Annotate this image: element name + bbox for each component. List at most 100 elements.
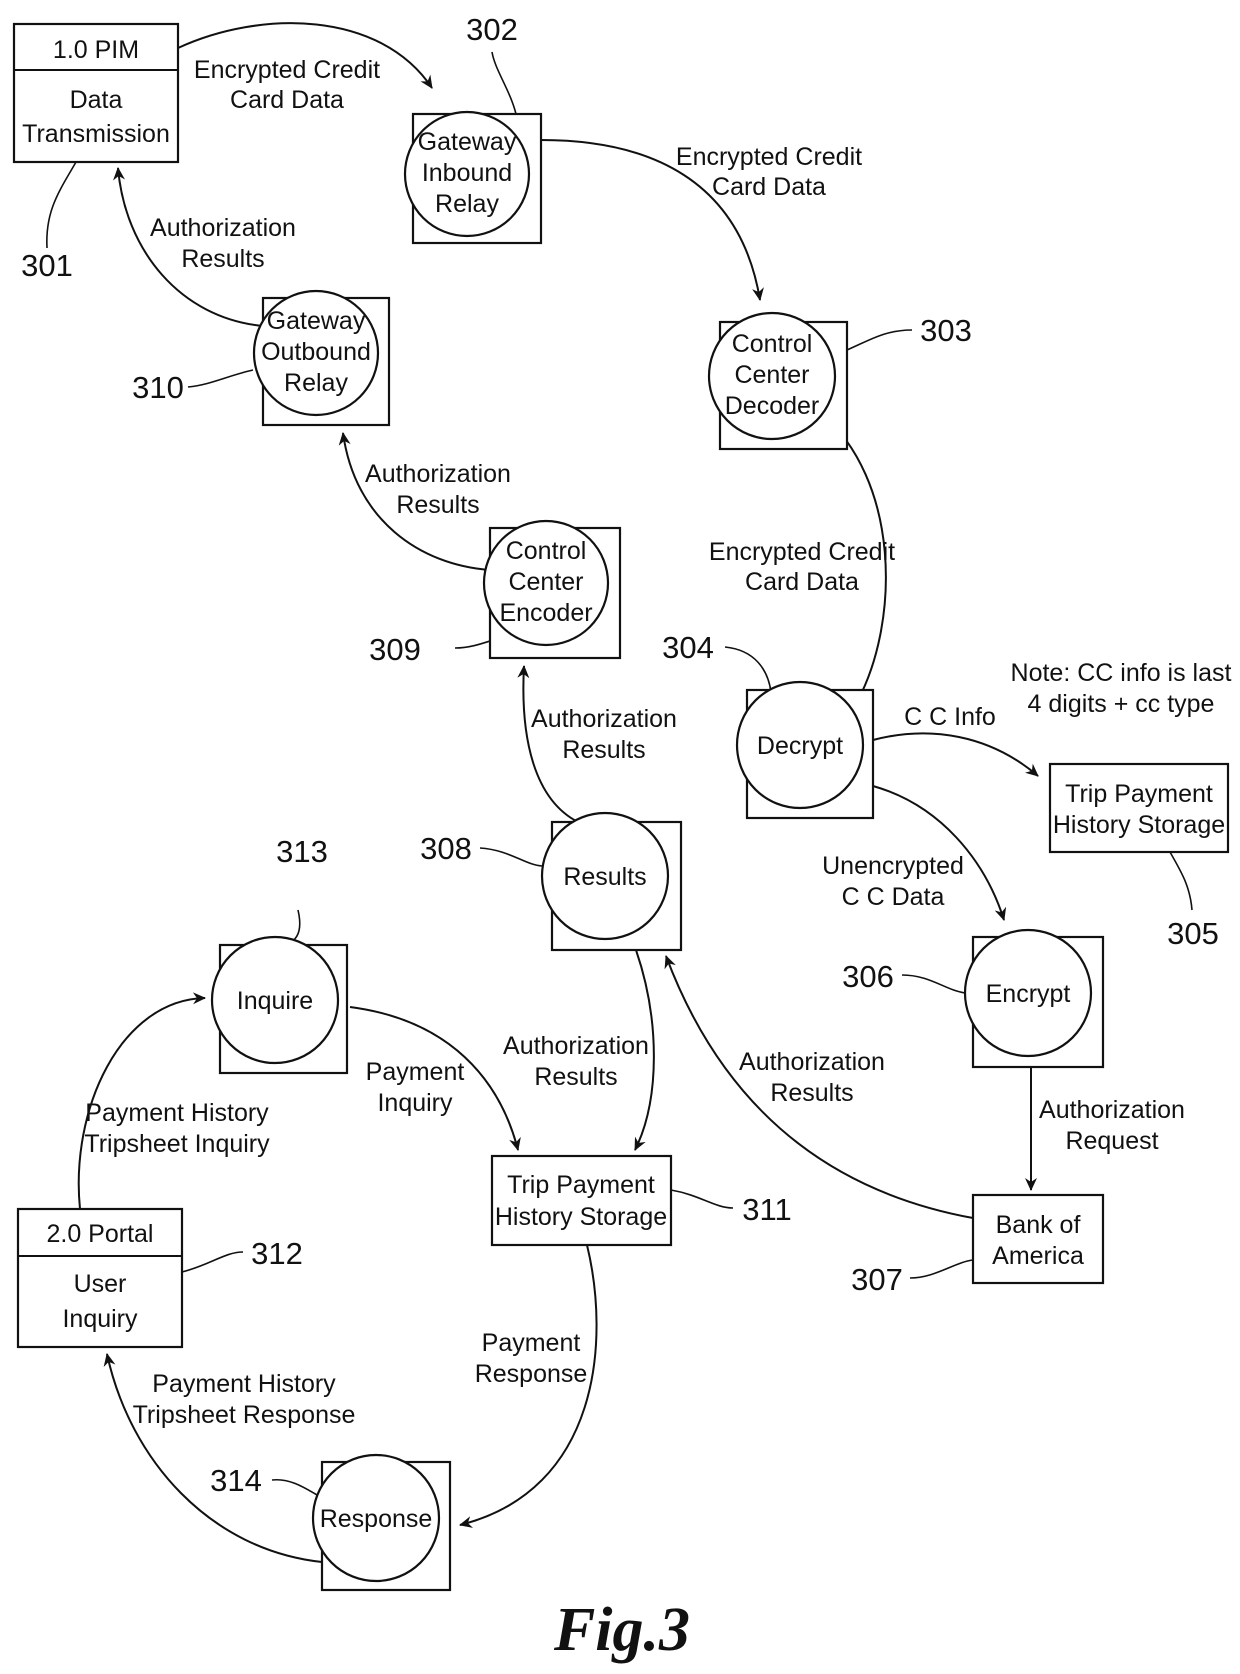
leader-301 [47,162,76,248]
flow-label-line: Results [562,736,645,764]
trip-storage-311-line-1: Trip Payment [507,1171,655,1199]
label-encoder-to-outbound: Authorization Results [365,460,511,519]
leader-303 [847,330,912,350]
flow-label-line: Payment [482,1329,581,1357]
node-inquire: Inquire [212,937,347,1073]
node-trip-storage-311: Trip Payment History Storage [492,1156,671,1245]
label-encrypt-to-bank: Authorization Request [1039,1096,1185,1155]
flow-label-line: Results [396,491,479,519]
label-pim-to-inbound: Encrypted Credit Card Data [194,56,380,114]
flow-label-line: Encrypted Credit [676,143,862,171]
node-decoder: Control Center Decoder [709,313,847,449]
leader-314 [272,1480,317,1495]
trip-storage-305-line-1: Trip Payment [1065,780,1213,808]
trip-storage-311-line-2: History Storage [495,1203,667,1231]
label-results-to-encoder: Authorization Results [531,705,677,764]
flow-label-line: Payment History [152,1370,336,1398]
label-decoder-to-decrypt: Encrypted Credit Card Data [709,538,895,596]
gateway-outbound-line-2: Outbound [261,338,371,366]
decrypt-label: Decrypt [757,732,843,760]
ref-305: 305 [1167,916,1219,951]
label-results-to-storage: Authorization Results [503,1032,649,1091]
leader-311 [671,1190,733,1208]
pim-line-2: Transmission [22,120,170,148]
flow-label-line: Card Data [745,568,859,596]
flow-label-line: Request [1065,1127,1158,1155]
node-encrypt: Encrypt [965,930,1103,1067]
ref-303: 303 [920,313,972,348]
label-inquire-to-storage: Payment Inquiry [366,1058,465,1117]
label-bank-to-results: Authorization Results [739,1048,885,1107]
node-encoder: Control Center Encoder [484,521,620,658]
flow-label-line: Results [534,1063,617,1091]
node-response: Response [313,1455,450,1590]
gateway-inbound-line-1: Gateway [418,128,517,156]
flow-label-line: Inquiry [377,1089,453,1117]
label-outbound-to-pim: Authorization Results [150,214,296,273]
label-inbound-to-decoder: Encrypted Credit Card Data [676,143,862,201]
encrypt-label: Encrypt [986,980,1071,1008]
leader-302 [492,52,516,114]
pim-header: 1.0 PIM [53,36,139,64]
gateway-inbound-line-3: Relay [435,190,499,218]
encoder-line-1: Control [506,537,587,565]
flow-label-line: Results [181,245,264,273]
cc-info-note: Note: CC info is last 4 digits + cc type [1011,659,1232,718]
leader-304 [725,647,771,692]
ref-304: 304 [662,630,714,665]
flow-label-line: Authorization [739,1048,885,1076]
flow-label-line: Card Data [230,86,344,114]
label-response-to-portal: Payment History Tripsheet Response [133,1370,356,1429]
label-decrypt-to-storage: C C Info [904,703,996,731]
bank-line-1: Bank of [996,1211,1081,1239]
ref-314: 314 [210,1463,262,1498]
flow-label-line: Results [770,1079,853,1107]
flow-label-line: Tripsheet Inquiry [84,1130,270,1158]
ref-307: 307 [851,1262,903,1297]
node-results: Results [542,813,681,950]
decoder-line-1: Control [732,330,813,358]
flow-label-line: C C Info [904,703,996,731]
encoder-line-3: Encoder [499,599,592,627]
flow-label-line: Unencrypted [822,852,964,880]
results-label: Results [563,863,646,891]
leader-308 [480,848,542,866]
flow-label-line: Authorization [1039,1096,1185,1124]
flow-label-line: Card Data [712,173,826,201]
response-label: Response [320,1505,433,1533]
flow-label-line: Authorization [150,214,296,242]
note-line-2: 4 digits + cc type [1028,690,1215,718]
leader-312 [182,1252,243,1272]
leader-306 [902,975,965,993]
ref-306: 306 [842,959,894,994]
label-portal-to-inquire: Payment History Tripsheet Inquiry [84,1099,270,1158]
gateway-inbound-line-2: Inbound [422,159,512,187]
pim-line-1: Data [70,86,123,114]
node-gateway-outbound: Gateway Outbound Relay [254,291,389,425]
gateway-outbound-line-3: Relay [284,369,348,397]
figure-caption: Fig.3 [553,1596,690,1664]
encoder-line-2: Center [508,568,583,596]
ref-302: 302 [466,12,518,47]
flow-label-line: C C Data [842,883,945,911]
ref-312: 312 [251,1236,303,1271]
flow-label-line: Encrypted Credit [194,56,380,84]
node-decrypt: Decrypt [737,682,873,818]
node-trip-storage-305: Trip Payment History Storage [1050,764,1228,852]
ref-309: 309 [369,632,421,667]
flow-label-line: Tripsheet Response [133,1401,356,1429]
label-storage-to-response: Payment Response [475,1329,588,1388]
node-gateway-inbound: Gateway Inbound Relay [405,112,541,243]
leader-307 [910,1260,973,1278]
decoder-line-3: Decoder [725,392,820,420]
flow-label-line: Payment [366,1058,465,1086]
flow-label-line: Encrypted Credit [709,538,895,566]
flow-label-line: Payment History [85,1099,269,1127]
trip-storage-311-box [492,1156,671,1245]
note-line-1: Note: CC info is last [1011,659,1232,687]
flow-label-line: Authorization [365,460,511,488]
leader-310 [188,370,253,387]
node-pim: 1.0 PIM Data Transmission [14,24,178,162]
bank-line-2: America [992,1242,1084,1270]
flow-label-line: Response [475,1360,588,1388]
